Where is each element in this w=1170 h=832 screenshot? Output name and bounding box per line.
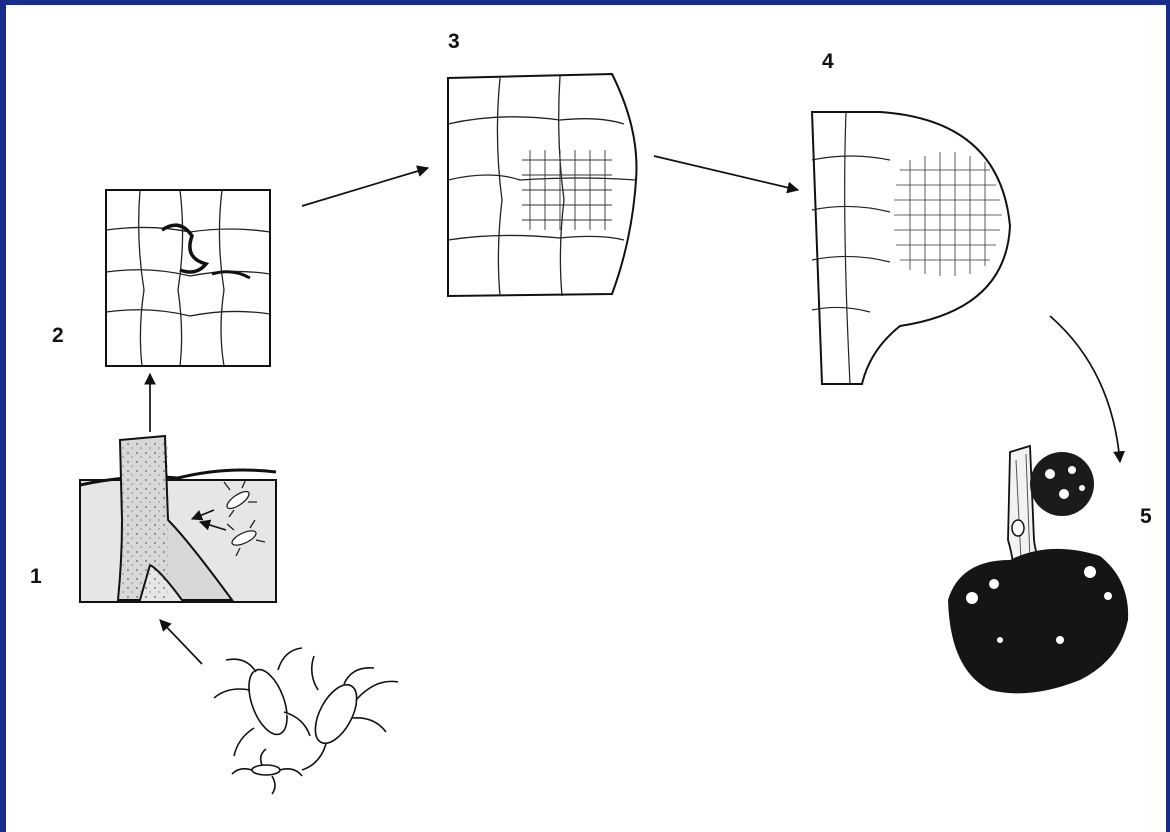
stage-label-5: 5: [1140, 505, 1152, 529]
stage-2-infected-cells: [106, 190, 270, 366]
arrow-stage-3-to-4: [654, 156, 798, 190]
stage-3-cell-division: [448, 74, 637, 296]
stage-1-root-section: [80, 436, 276, 602]
free-living-bacteria: [214, 648, 398, 794]
arrow-bacteria-to-stage-1: [160, 620, 202, 664]
stage-label-1: 1: [30, 565, 42, 589]
stage-5-mature-nodules: [948, 446, 1128, 693]
arrow-stage-4-to-5: [1050, 316, 1120, 462]
stage-label-2: 2: [52, 324, 64, 348]
stage-label-4: 4: [822, 50, 834, 74]
stage-4-nodule: [812, 112, 1010, 384]
stage-label-3: 3: [448, 30, 460, 54]
arrow-stage-2-to-3: [302, 168, 428, 206]
